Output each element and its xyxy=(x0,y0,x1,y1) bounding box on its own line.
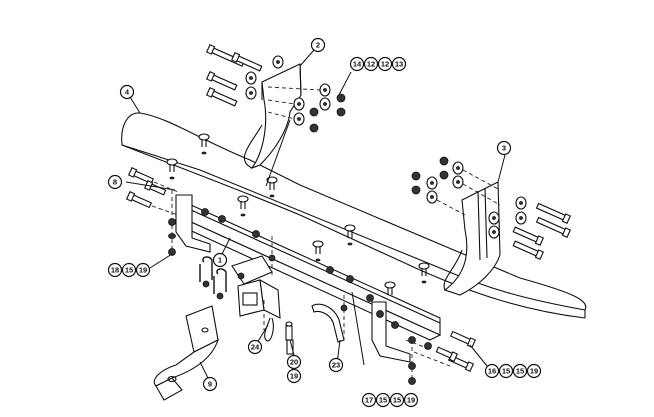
callout-right-fasteners: 16 15 15 19 xyxy=(484,363,542,379)
svg-text:18: 18 xyxy=(111,266,119,275)
svg-text:19: 19 xyxy=(290,372,298,381)
right-mounting-bracket xyxy=(443,181,501,296)
svg-text:19: 19 xyxy=(407,396,415,405)
svg-text:15: 15 xyxy=(502,367,510,376)
svg-text:12: 12 xyxy=(381,60,389,69)
callout-23: 23 xyxy=(328,357,344,373)
svg-text:4: 4 xyxy=(125,88,130,97)
callout-bracket-fasteners: 14 12 12 13 xyxy=(349,56,407,72)
svg-text:15: 15 xyxy=(125,266,133,275)
callout-1: 1 xyxy=(212,252,228,268)
svg-text:12: 12 xyxy=(367,60,375,69)
callout-20: 20 xyxy=(286,354,302,370)
callout-19-pin: 19 xyxy=(286,368,302,384)
wiring-bracket xyxy=(311,303,345,343)
svg-text:8: 8 xyxy=(113,178,117,187)
bumper-studs xyxy=(166,133,430,303)
hitch-receiver xyxy=(231,236,348,341)
callout-3: 3 xyxy=(496,140,512,156)
safety-chain xyxy=(264,317,274,342)
svg-text:3: 3 xyxy=(502,144,506,153)
callout-24: 24 xyxy=(247,339,263,355)
svg-text:20: 20 xyxy=(290,358,298,367)
svg-text:24: 24 xyxy=(251,343,260,352)
svg-text:19: 19 xyxy=(530,367,538,376)
svg-text:1: 1 xyxy=(218,256,222,265)
callout-left-fasteners: 18 15 19 xyxy=(107,262,151,278)
svg-text:16: 16 xyxy=(488,367,496,376)
callout-8: 8 xyxy=(107,174,123,190)
svg-text:15: 15 xyxy=(379,396,387,405)
svg-text:13: 13 xyxy=(395,60,403,69)
callout-2: 2 xyxy=(310,37,326,53)
svg-text:15: 15 xyxy=(393,396,401,405)
svg-text:23: 23 xyxy=(332,361,340,370)
svg-text:9: 9 xyxy=(208,380,212,389)
ball-mount xyxy=(153,305,219,401)
right-bracket-bolts xyxy=(411,156,572,261)
left-mounting-bracket xyxy=(243,63,302,170)
left-bracket-bolts xyxy=(205,43,346,133)
svg-text:14: 14 xyxy=(353,60,362,69)
shackles xyxy=(199,256,227,300)
callout-bottom-fasteners: 17 15 15 19 xyxy=(361,392,419,408)
svg-text:17: 17 xyxy=(365,396,373,405)
svg-text:19: 19 xyxy=(139,266,147,275)
side-bolts xyxy=(125,166,179,256)
main-crossbar xyxy=(170,194,442,363)
svg-text:2: 2 xyxy=(316,41,320,50)
crossbar-lower-fasteners xyxy=(405,330,477,385)
svg-text:15: 15 xyxy=(516,367,524,376)
callout-4: 4 xyxy=(119,84,135,100)
callout-9: 9 xyxy=(202,376,218,392)
